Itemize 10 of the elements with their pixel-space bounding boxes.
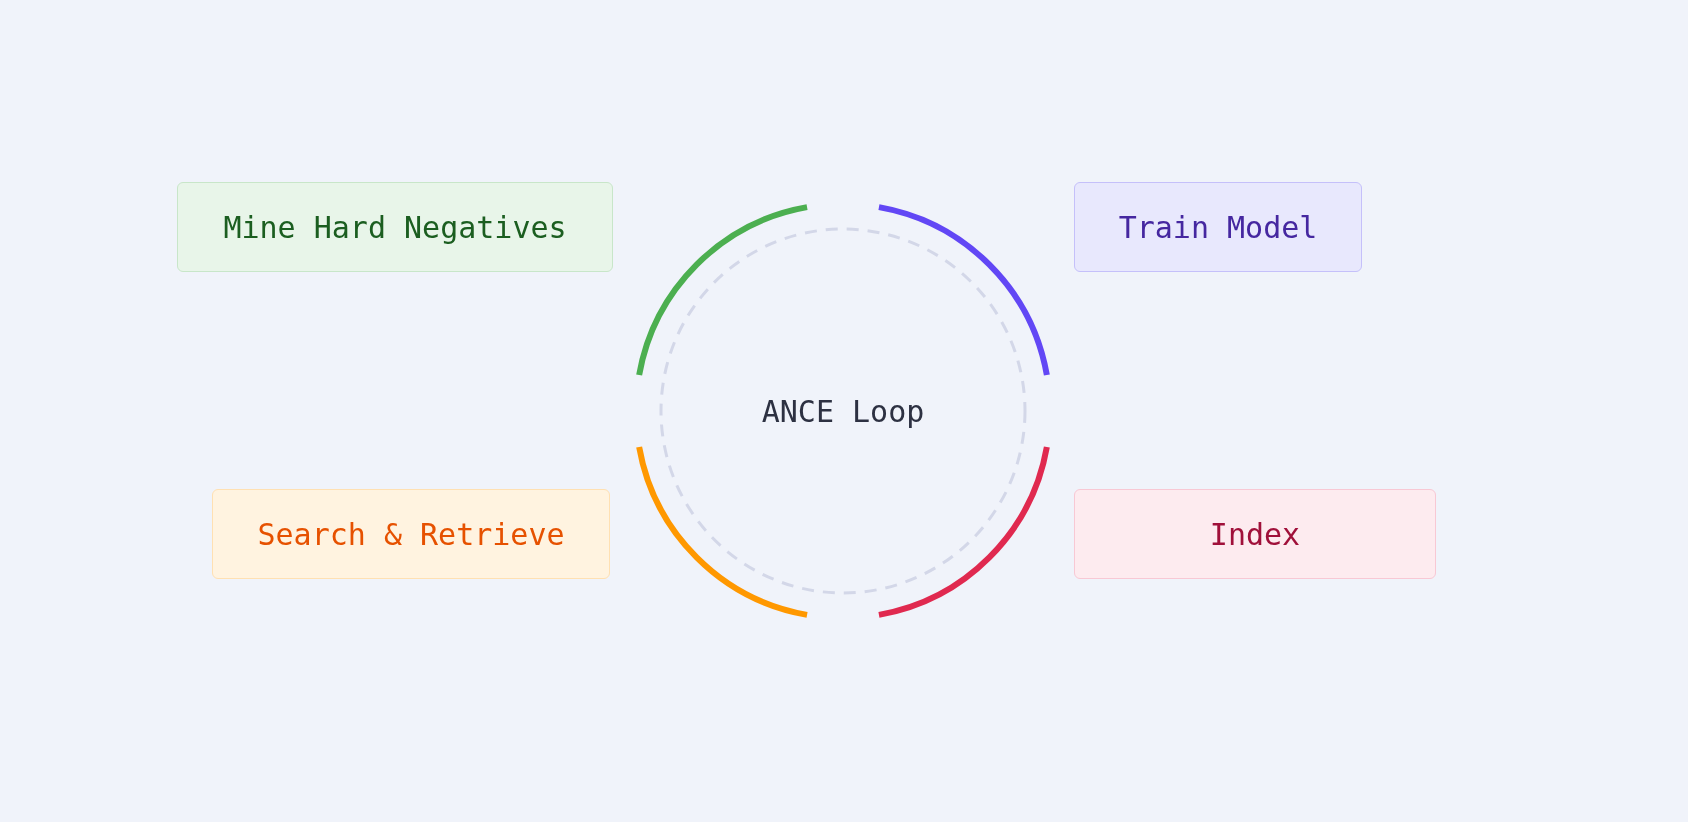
- step-label: Index: [1209, 516, 1301, 552]
- process-box: [177, 182, 613, 272]
- step-label: Search & Retrieve: [257, 516, 565, 552]
- process-box: [1074, 489, 1436, 579]
- step-label: Train Model: [1118, 209, 1318, 245]
- dashed-circle: [659, 227, 1027, 595]
- process-box: [212, 489, 610, 579]
- step-label: Mine Hard Negatives: [223, 209, 567, 245]
- center-label: ANCE Loop: [761, 393, 925, 429]
- process-box: [1074, 182, 1362, 272]
